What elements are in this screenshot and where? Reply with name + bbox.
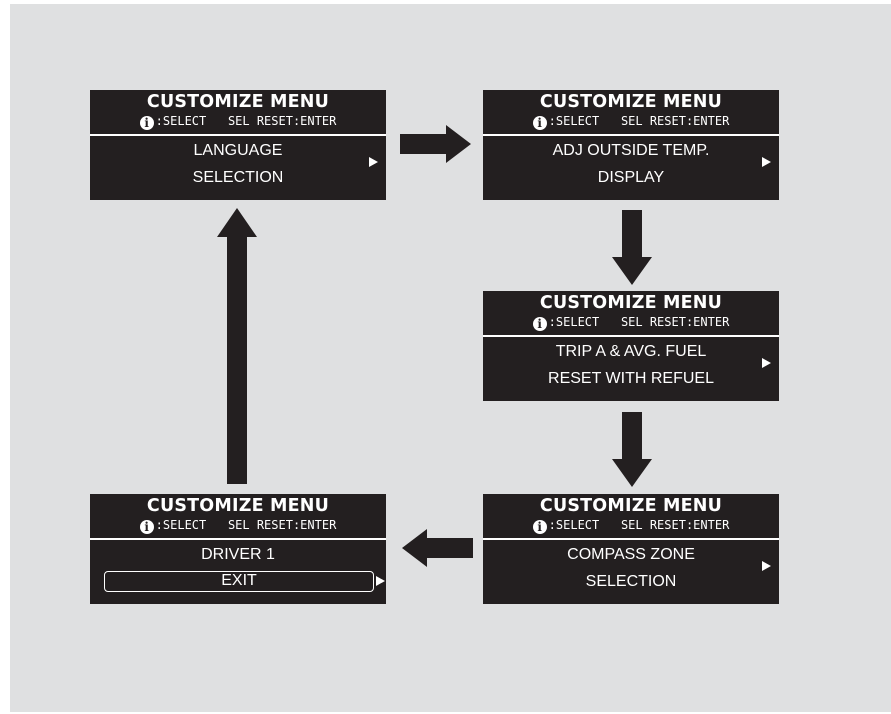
reset-enter-label: SEL RESET:ENTER bbox=[227, 114, 337, 128]
reset-enter-label: SEL RESET:ENTER bbox=[620, 518, 730, 532]
panel-nav-hint: i:SELECT SEL RESET:ENTER bbox=[483, 114, 779, 130]
panel-divider bbox=[90, 134, 386, 136]
panel-trip-fuel-reset: CUSTOMIZE MENU i:SELECT SEL RESET:ENTER … bbox=[483, 291, 779, 401]
panel-title: CUSTOMIZE MENU bbox=[539, 293, 723, 313]
arrow-up-icon bbox=[217, 208, 257, 484]
right-triangle-icon bbox=[762, 157, 771, 167]
panel-divider bbox=[483, 335, 779, 337]
panel-driver-exit: CUSTOMIZE MENU i:SELECT SEL RESET:ENTER … bbox=[90, 494, 386, 604]
arrow-down-icon bbox=[612, 210, 652, 285]
arrow-right-icon bbox=[400, 125, 471, 163]
setting-label-line1: LANGUAGE bbox=[193, 142, 283, 159]
arrow-down-icon bbox=[612, 412, 652, 487]
panel-outside-temp-display: CUSTOMIZE MENU i:SELECT SEL RESET:ENTER … bbox=[483, 90, 779, 200]
panel-nav-hint: i:SELECT SEL RESET:ENTER bbox=[483, 518, 779, 534]
select-label: :SELECT bbox=[155, 518, 207, 532]
diagram-background: CUSTOMIZE MENU i:SELECT SEL RESET:ENTER … bbox=[10, 4, 891, 712]
right-triangle-icon bbox=[376, 576, 385, 586]
driver-label: DRIVER 1 bbox=[201, 546, 275, 563]
select-label: :SELECT bbox=[548, 315, 600, 329]
right-triangle-icon bbox=[762, 358, 771, 368]
setting-label-line1: ADJ OUTSIDE TEMP. bbox=[552, 142, 710, 159]
reset-enter-label: SEL RESET:ENTER bbox=[620, 315, 730, 329]
info-icon: i bbox=[139, 520, 154, 534]
panel-divider bbox=[90, 538, 386, 540]
panel-title: CUSTOMIZE MENU bbox=[146, 496, 330, 516]
setting-label-line2: SELECTION bbox=[192, 169, 284, 186]
reset-enter-label: SEL RESET:ENTER bbox=[227, 518, 337, 532]
info-icon: i bbox=[532, 520, 547, 534]
arrow-left-icon bbox=[402, 529, 473, 567]
info-icon: i bbox=[532, 116, 547, 130]
reset-enter-label: SEL RESET:ENTER bbox=[620, 114, 730, 128]
select-label: :SELECT bbox=[548, 114, 600, 128]
setting-label-line1: COMPASS ZONE bbox=[567, 546, 695, 563]
exit-option: EXIT bbox=[104, 571, 374, 592]
select-label: :SELECT bbox=[548, 518, 600, 532]
panel-nav-hint: i:SELECT SEL RESET:ENTER bbox=[483, 315, 779, 331]
setting-label-line2: RESET WITH REFUEL bbox=[548, 370, 714, 387]
right-triangle-icon bbox=[762, 561, 771, 571]
select-label: :SELECT bbox=[155, 114, 207, 128]
setting-label-line1: TRIP A & AVG. FUEL bbox=[555, 343, 707, 360]
info-icon: i bbox=[532, 317, 547, 331]
setting-label-line2: SELECTION bbox=[585, 573, 677, 590]
flow-arrows bbox=[217, 125, 652, 567]
info-icon: i bbox=[139, 116, 154, 130]
panel-title: CUSTOMIZE MENU bbox=[539, 496, 723, 516]
right-triangle-icon bbox=[369, 157, 378, 167]
panel-divider bbox=[483, 134, 779, 136]
panel-title: CUSTOMIZE MENU bbox=[146, 92, 330, 112]
setting-label-line2: DISPLAY bbox=[597, 169, 665, 186]
panel-divider bbox=[483, 538, 779, 540]
panel-compass-zone-selection: CUSTOMIZE MENU i:SELECT SEL RESET:ENTER … bbox=[483, 494, 779, 604]
panel-language-selection: CUSTOMIZE MENU i:SELECT SEL RESET:ENTER … bbox=[90, 90, 386, 200]
panel-nav-hint: i:SELECT SEL RESET:ENTER bbox=[90, 518, 386, 534]
panel-nav-hint: i:SELECT SEL RESET:ENTER bbox=[90, 114, 386, 130]
panel-title: CUSTOMIZE MENU bbox=[539, 92, 723, 112]
